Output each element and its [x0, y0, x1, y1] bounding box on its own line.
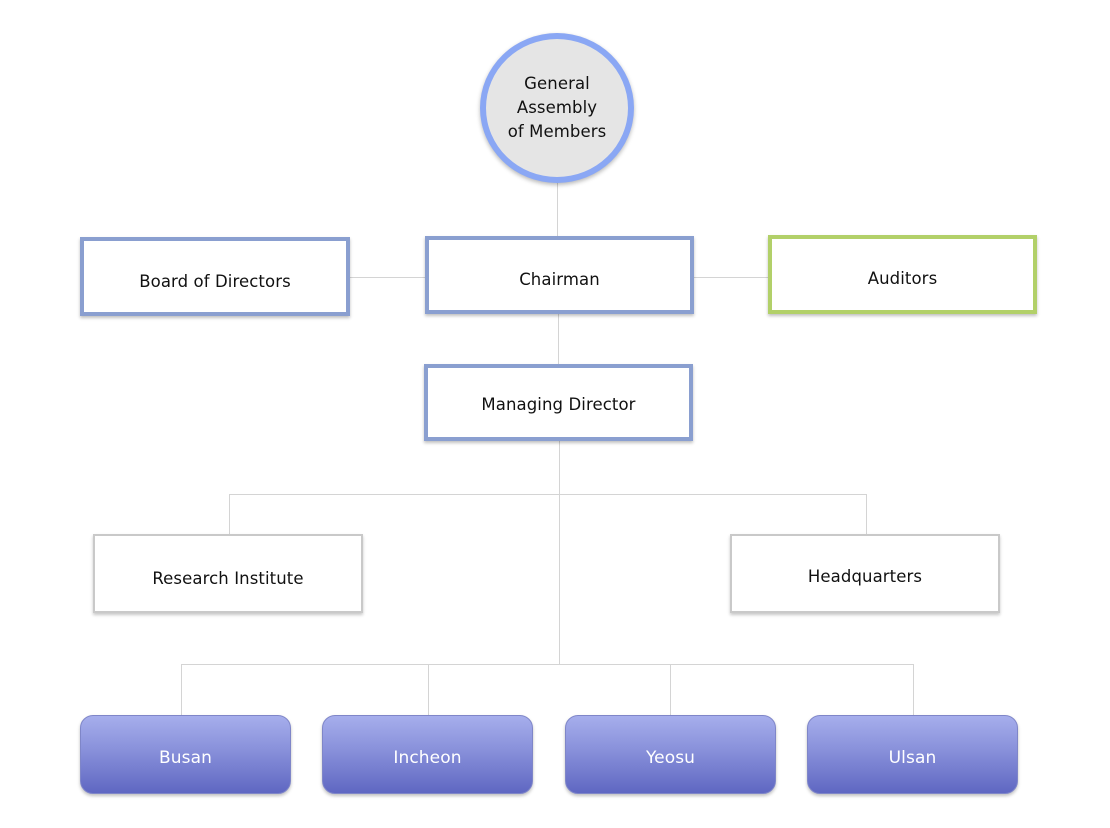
branch-label: Yeosu: [645, 747, 696, 768]
chairman-node: Chairman: [425, 236, 694, 314]
general-assembly-node: General Assembly of Members: [480, 33, 634, 183]
auditors-node: Auditors: [768, 235, 1037, 314]
connector-line: [913, 664, 914, 716]
board-of-directors-label: Board of Directors: [139, 271, 291, 291]
general-assembly-label-line1: General: [524, 74, 590, 93]
headquarters-node: Headquarters: [730, 534, 1000, 613]
branch-ulsan-node: Ulsan: [807, 715, 1018, 794]
branch-incheon-node: Incheon: [322, 715, 533, 794]
connector-line: [181, 664, 914, 665]
chairman-label: Chairman: [519, 269, 600, 289]
connector-line: [350, 277, 426, 278]
headquarters-label: Headquarters: [807, 566, 923, 586]
connector-line: [559, 440, 560, 665]
branch-busan-node: Busan: [80, 715, 291, 794]
managing-director-node: Managing Director: [424, 364, 693, 441]
branch-label: Incheon: [393, 747, 462, 768]
connector-line: [693, 277, 769, 278]
general-assembly-label-line3: of Members: [507, 122, 607, 141]
managing-director-label: Managing Director: [481, 395, 636, 414]
auditors-label: Auditors: [867, 269, 938, 288]
connector-line: [428, 664, 429, 716]
connector-line: [866, 494, 867, 535]
branch-yeosu-node: Yeosu: [565, 715, 776, 794]
connector-line: [670, 664, 671, 716]
connector-line: [557, 182, 558, 238]
branch-label: Ulsan: [888, 747, 937, 768]
connector-line: [558, 314, 559, 365]
connector-line: [181, 664, 182, 716]
branch-label: Busan: [159, 747, 212, 768]
research-institute-label: Research Institute: [152, 569, 304, 588]
connector-line: [229, 494, 230, 535]
general-assembly-label-line2: Assembly: [516, 98, 598, 117]
connector-line: [229, 494, 867, 495]
board-of-directors-node: Board of Directors: [80, 237, 350, 316]
research-institute-node: Research Institute: [93, 534, 363, 613]
